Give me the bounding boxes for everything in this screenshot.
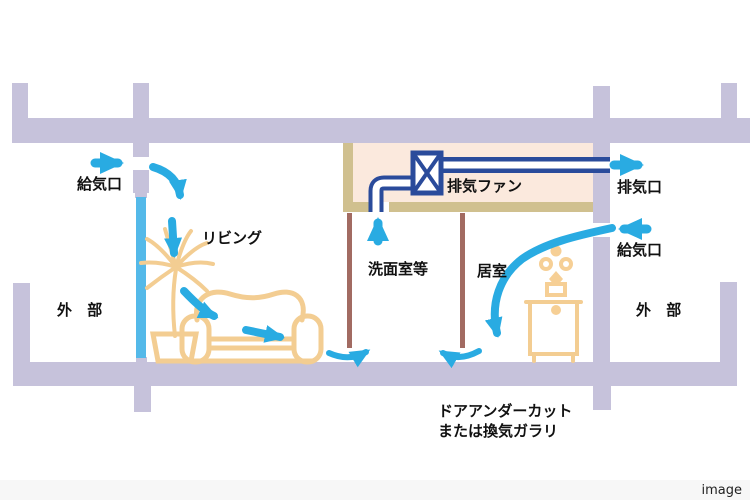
partition-walls bbox=[347, 213, 465, 348]
undercut-arrow bbox=[326, 349, 371, 368]
left-wall-segment bbox=[133, 143, 149, 157]
wall-stub bbox=[12, 83, 28, 118]
airflow-arrow bbox=[180, 287, 219, 320]
room-circulation-arrow bbox=[484, 224, 616, 338]
attic-left-strip bbox=[343, 143, 353, 212]
label-supply-left: 給気口 bbox=[77, 175, 123, 193]
sofa-arm bbox=[291, 313, 324, 365]
ceiling-beam bbox=[343, 202, 369, 212]
airflow-arrow bbox=[149, 163, 187, 200]
window-top-stub bbox=[135, 192, 147, 198]
watermark-text: image bbox=[701, 482, 743, 498]
floor-stub bbox=[593, 386, 611, 410]
airflow-arrow bbox=[242, 325, 285, 343]
outer-right-wall bbox=[720, 282, 737, 362]
exhaust-fan-icon bbox=[410, 150, 444, 196]
sofa-back bbox=[194, 289, 306, 323]
window-glass bbox=[136, 197, 146, 358]
label-outside-right: 外 部 bbox=[636, 301, 687, 319]
upper-slab bbox=[12, 118, 750, 143]
label-room: 居室 bbox=[477, 262, 508, 280]
partition-wall bbox=[347, 213, 352, 348]
exhaust-duct bbox=[368, 157, 610, 212]
label-washroom: 洗面室等 bbox=[368, 260, 429, 278]
footer-strip: image bbox=[0, 480, 750, 500]
cabinet bbox=[524, 245, 583, 363]
plant-trunk bbox=[171, 267, 178, 338]
airflow-arrow bbox=[164, 217, 183, 258]
label-door-undercut-line2: または換気ガラリ bbox=[438, 422, 559, 440]
airflow-arrows bbox=[90, 152, 652, 369]
floor-slab bbox=[13, 362, 737, 386]
label-supply-right: 給気口 bbox=[617, 241, 663, 259]
wall-stub bbox=[721, 83, 737, 118]
right-wall-upper bbox=[593, 143, 610, 223]
undercut-arrow bbox=[438, 348, 482, 369]
label-door-undercut-line1: ドアアンダーカット bbox=[438, 402, 573, 420]
ceiling-beam bbox=[389, 202, 593, 212]
partition-wall bbox=[460, 213, 465, 348]
cabinet-ornament bbox=[539, 245, 573, 315]
label-exhaust-fan: 排気ファン bbox=[447, 177, 523, 195]
outer-left-wall bbox=[13, 283, 30, 362]
label-living: リビング bbox=[202, 229, 263, 247]
right-wall-lower bbox=[593, 237, 610, 362]
wall-stub bbox=[593, 86, 610, 118]
wall-stub bbox=[133, 83, 149, 118]
wall-structure bbox=[12, 83, 750, 412]
label-door-undercut: ドアアンダーカット または換気ガラリ bbox=[438, 401, 572, 441]
plant-pot bbox=[149, 331, 200, 364]
window-bottom-stub bbox=[136, 357, 147, 363]
floor-stub bbox=[134, 386, 151, 412]
label-exhaust-outlet: 排気口 bbox=[617, 178, 663, 196]
label-outside-left: 外 部 bbox=[57, 301, 108, 319]
left-wall-segment bbox=[133, 170, 149, 193]
sofa bbox=[179, 289, 324, 365]
